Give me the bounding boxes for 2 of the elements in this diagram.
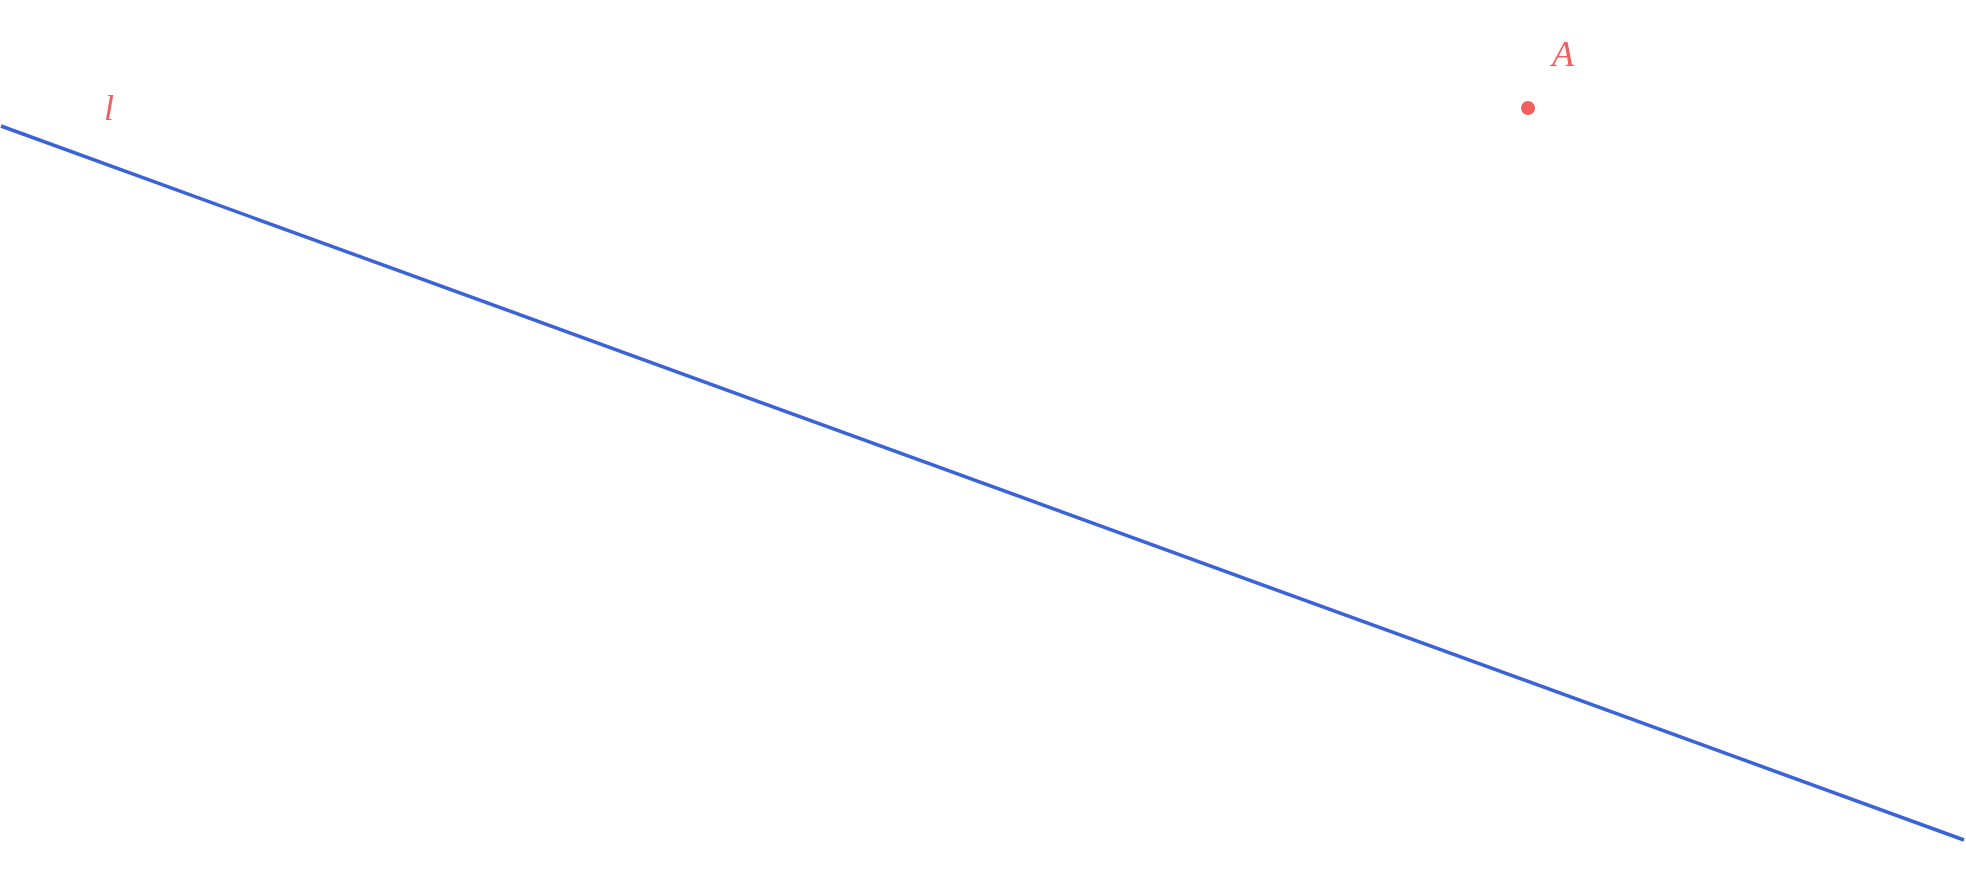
point-label: A: [1552, 36, 1574, 72]
line-label: l: [104, 90, 114, 126]
